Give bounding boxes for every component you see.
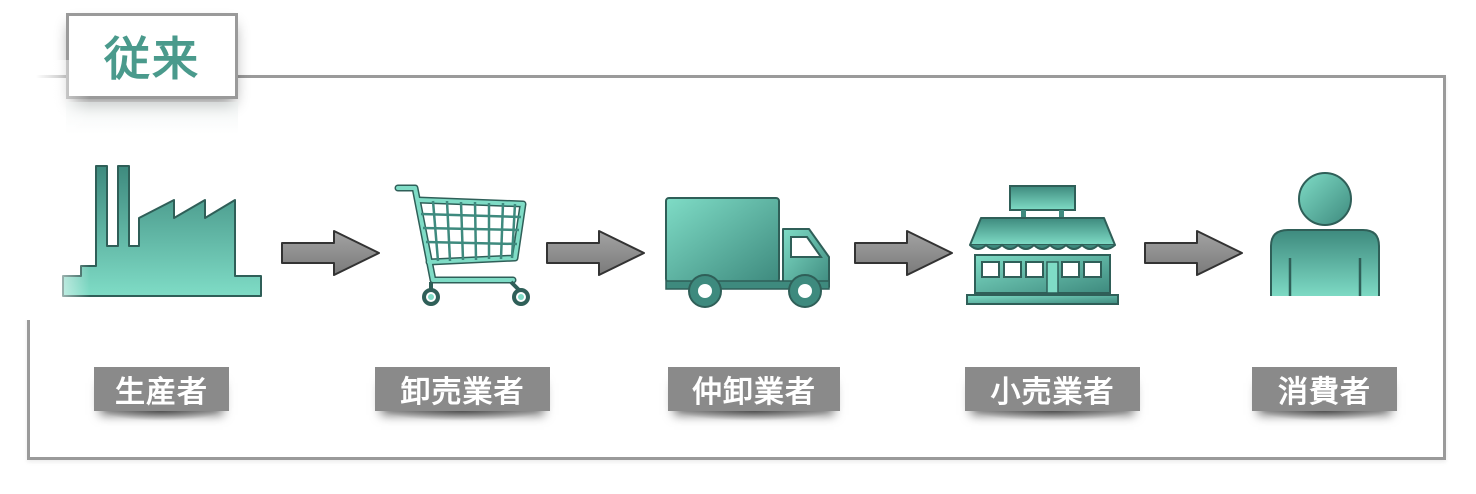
title-reflection xyxy=(66,102,238,134)
arrow-icon xyxy=(281,230,380,276)
step-label-wholesaler: 卸売業者 xyxy=(375,367,550,421)
step-label-producer: 生産者 xyxy=(94,367,229,421)
left-fade-overlay xyxy=(0,60,90,320)
step-label-consumer: 消費者 xyxy=(1252,367,1397,421)
truck-icon xyxy=(665,197,830,308)
arrow-icon xyxy=(1144,230,1243,276)
step-label-text: 卸売業者 xyxy=(400,375,525,410)
store-icon xyxy=(966,185,1119,305)
person-icon xyxy=(1268,172,1383,300)
title-tab: 従来 xyxy=(66,13,238,99)
step-label-text: 仲卸業者 xyxy=(692,375,816,410)
shopping-cart-icon xyxy=(394,184,530,306)
page-title: 従来 xyxy=(104,32,200,86)
step-label-retailer: 小売業者 xyxy=(965,367,1140,421)
step-label-intermediate-wholesaler: 仲卸業者 xyxy=(668,367,840,421)
step-label-text: 小売業者 xyxy=(990,375,1115,410)
arrow-icon xyxy=(546,230,645,276)
factory-icon xyxy=(62,165,262,297)
step-label-text: 生産者 xyxy=(115,375,208,410)
arrow-icon xyxy=(854,230,953,276)
step-label-text: 消費者 xyxy=(1278,375,1371,410)
